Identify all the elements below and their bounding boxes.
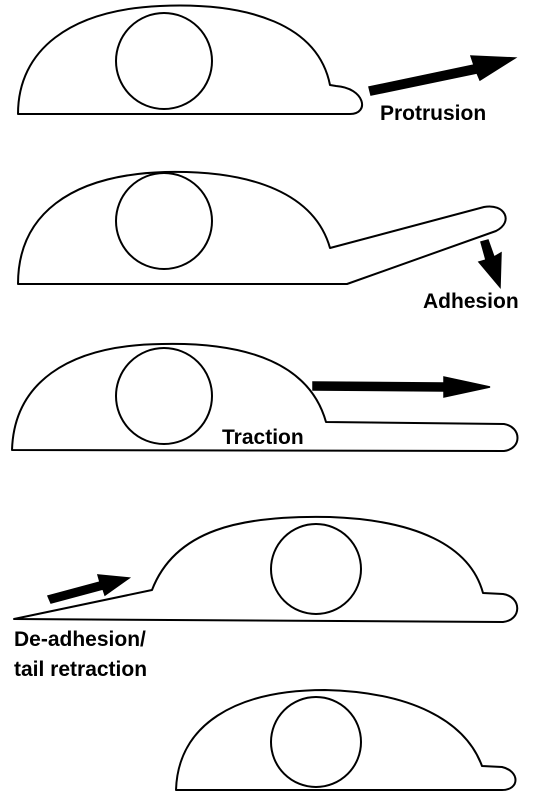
traction-arrow	[313, 377, 490, 397]
nucleus	[116, 173, 212, 269]
stage-adhesion: Adhesion	[18, 172, 519, 313]
stage-de-adhesion: De-adhesion/ tail retraction	[14, 517, 517, 681]
stage-final	[176, 690, 516, 790]
nucleus	[271, 524, 361, 614]
label-protrusion: Protrusion	[380, 102, 486, 125]
stage-protrusion: Protrusion	[18, 6, 515, 125]
label-traction: Traction	[222, 426, 304, 449]
protrusion-arrow	[369, 56, 515, 95]
nucleus	[271, 697, 361, 787]
nucleus	[116, 348, 212, 444]
cell-body	[18, 172, 506, 284]
label-de-adhesion: De-adhesion/	[14, 628, 146, 651]
adhesion-arrow	[479, 240, 501, 287]
cell-body	[14, 517, 517, 622]
label-tail-retraction: tail retraction	[14, 658, 147, 681]
stage-traction: Traction	[12, 344, 518, 451]
nucleus	[116, 13, 212, 109]
label-adhesion: Adhesion	[423, 290, 519, 313]
